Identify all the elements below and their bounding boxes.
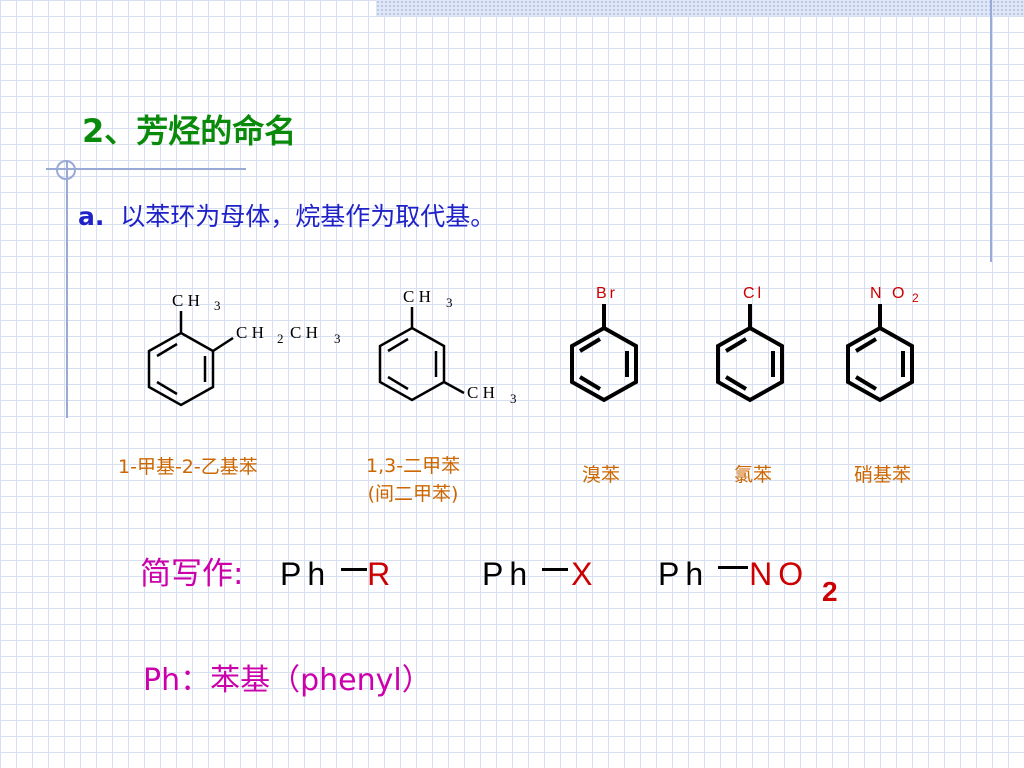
name-bromobenzene: 溴苯 (582, 464, 621, 486)
formula-ph-r-bond (341, 568, 367, 571)
formula-ph-no2-ph: Ph (658, 556, 710, 592)
formula-ph-no2-sub: 2 (822, 576, 838, 607)
formula-ph-r-ph: Ph (280, 556, 332, 592)
decor-vertical-line (66, 160, 68, 418)
name-chlorobenzene: 氯苯 (734, 464, 773, 486)
formula-ph-no2: Ph NO (658, 556, 809, 593)
name-m-xylene-line1: 1,3-二甲苯 (366, 455, 461, 477)
s1-ch3-label: C H (172, 291, 200, 310)
formula-ph-no2-bond (718, 566, 748, 569)
formula-ph-x: Ph X (482, 556, 598, 593)
s2-ch3-top-sub: 3 (446, 295, 453, 310)
s2-ch3-top-label: C H (403, 287, 431, 306)
s1-ethyl-sub2: 3 (334, 331, 341, 346)
header-pattern-band (376, 0, 1024, 16)
structure-methyl-ethyl-benzene (147, 311, 234, 407)
formula-ph-x-bond (542, 568, 568, 571)
s2-ch3-bottom-sub: 3 (510, 391, 517, 406)
formula-ph-r-group: R (367, 556, 397, 592)
name-nitrobenzene: 硝基苯 (854, 464, 912, 486)
s1-ch3-sub: 3 (214, 298, 221, 313)
structure-chlorobenzene (716, 304, 784, 403)
subtitle-lead: a. (78, 202, 105, 231)
formula-ph-r: Ph R (280, 556, 396, 593)
formula-ph-no2-group: NO (749, 556, 810, 592)
s3-br-label: Br (596, 285, 618, 302)
subtitle-text: 以苯环为母体，烷基作为取代基。 (120, 202, 496, 231)
structure-bromobenzene (570, 304, 638, 403)
decor-circle (56, 160, 76, 180)
s1-ethyl-label: C H (236, 323, 264, 342)
phenyl-note: Ph：苯基（phenyl） (143, 663, 432, 698)
structure-nitrobenzene (846, 304, 914, 403)
abbreviation-label: 简写作: (140, 556, 244, 592)
s1-ethyl-mid: C H (290, 323, 318, 342)
slide-subtitle: a. 以苯环为母体，烷基作为取代基。 (78, 197, 495, 233)
slide-title: 2、芳烃的命名 (82, 112, 297, 150)
s1-ethyl-sub1: 2 (277, 331, 284, 346)
name-m-xylene-line2: (间二甲苯) (367, 483, 459, 505)
s5-no2-sub: 2 (912, 291, 919, 305)
structure-m-xylene (378, 307, 465, 402)
s4-cl-label: Cl (743, 285, 764, 302)
formula-ph-x-group: X (571, 556, 599, 592)
s2-ch3-bottom-label: C H (467, 383, 495, 402)
decor-horizontal-line (46, 168, 246, 170)
s5-no2-label: N O (870, 285, 907, 302)
formula-ph-x-ph: Ph (482, 556, 534, 592)
decor-right-vertical-line (990, 0, 992, 262)
name-methyl-ethyl-benzene: 1-甲基-2-乙基苯 (118, 456, 258, 478)
name-m-xylene: 1,3-二甲苯 (间二甲苯) (366, 452, 460, 508)
